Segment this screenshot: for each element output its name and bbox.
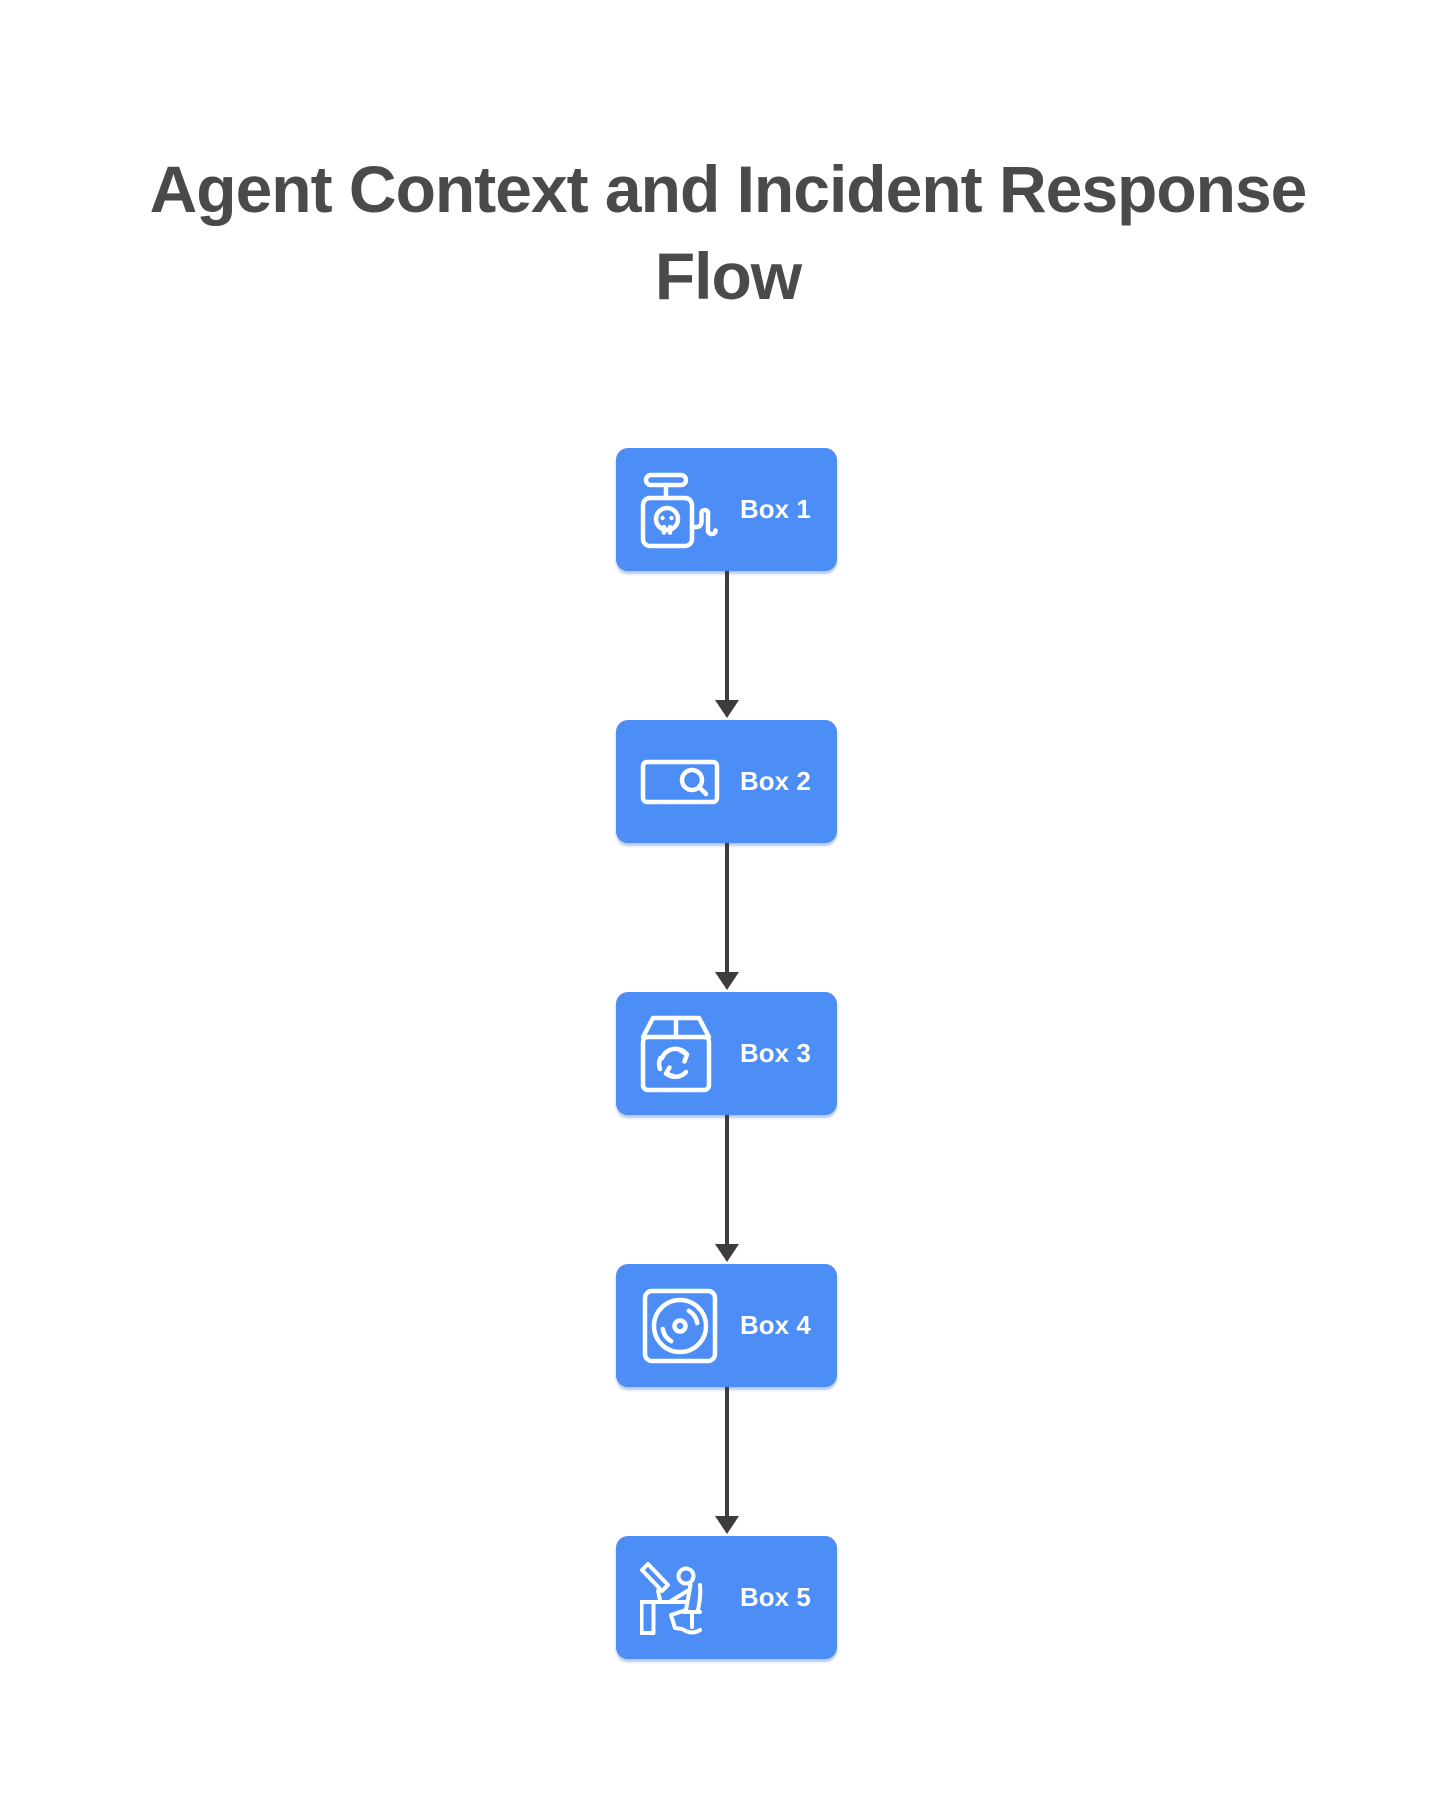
arrow-shaft xyxy=(725,571,729,700)
arrowhead-down-icon xyxy=(715,972,739,990)
node-label: Box 1 xyxy=(740,494,811,524)
node-label: Box 5 xyxy=(740,1582,811,1612)
arrow-shaft xyxy=(725,1115,729,1244)
person-at-desk-icon xyxy=(640,1558,720,1638)
fumigation-pump-icon xyxy=(640,470,720,550)
node-label: Box 4 xyxy=(740,1310,811,1340)
page-title: Agent Context and Incident Response Flow xyxy=(0,146,1456,320)
node-label: Box 3 xyxy=(740,1038,811,1068)
page-title-line-1: Agent Context and Incident Response xyxy=(149,152,1308,226)
flow-arrow xyxy=(715,571,739,718)
arrow-shaft xyxy=(725,843,729,972)
disc-icon xyxy=(640,1286,720,1366)
search-screen-icon xyxy=(640,742,720,822)
flow-node-box-1: Box 1 xyxy=(616,448,837,571)
recyclable-package-icon xyxy=(640,1014,720,1094)
flow-arrow xyxy=(715,1115,739,1262)
arrowhead-down-icon xyxy=(715,1516,739,1534)
flow-arrow xyxy=(715,1387,739,1534)
flow-arrow xyxy=(715,843,739,990)
flow-node-box-4: Box 4 xyxy=(616,1264,837,1387)
arrowhead-down-icon xyxy=(715,700,739,718)
arrowhead-down-icon xyxy=(715,1244,739,1262)
page-title-line-2: Flow xyxy=(654,239,802,314)
flow-node-box-5: Box 5 xyxy=(616,1536,837,1659)
flow-node-box-3: Box 3 xyxy=(616,992,837,1115)
node-label: Box 2 xyxy=(740,766,811,796)
flow-node-box-2: Box 2 xyxy=(616,720,837,843)
arrow-shaft xyxy=(725,1387,729,1516)
